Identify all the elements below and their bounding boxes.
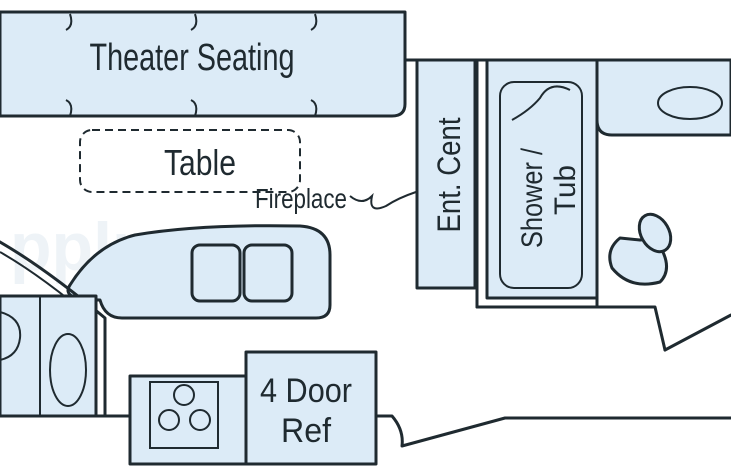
theater-seating: Theater Seating [0,10,407,118]
sink-icon [657,86,723,120]
toilet-icon [608,212,673,286]
slide-wall [0,240,107,418]
fireplace-label: Fireplace [255,183,347,214]
shower-label-line2: Tub [549,165,582,215]
bath-lower-wall [475,305,667,352]
burner-icon [173,384,195,406]
stove [149,381,219,449]
table: Table [79,129,301,193]
burner-icon [158,409,180,431]
refrigerator: 4 Door Ref [244,350,378,466]
kitchen-counter [128,374,248,466]
bottom-wall [0,414,731,448]
shower-tub: Shower / Tub [475,58,599,309]
cushion-icon [242,243,294,303]
ref-label-line2: Ref [281,412,332,450]
fireplace-leader [349,191,417,210]
bath-vanity [595,58,731,137]
toilet-icon [0,311,22,361]
cushion-icon [190,243,242,303]
entertainment-center: Ent. Cent [415,58,477,290]
ent-cent-label: Ent. Cent [431,117,467,232]
right-wall [663,313,731,352]
theater-seating-label: Theater Seating [90,37,295,79]
sink-icon [49,333,87,407]
lower-left-bath [0,294,98,418]
ref-label-line1: 4 Door [260,372,352,410]
sofa [66,224,332,320]
table-label: Table [164,142,236,183]
shower-label-line1: Shower / [516,147,549,248]
burner-icon [189,409,211,431]
